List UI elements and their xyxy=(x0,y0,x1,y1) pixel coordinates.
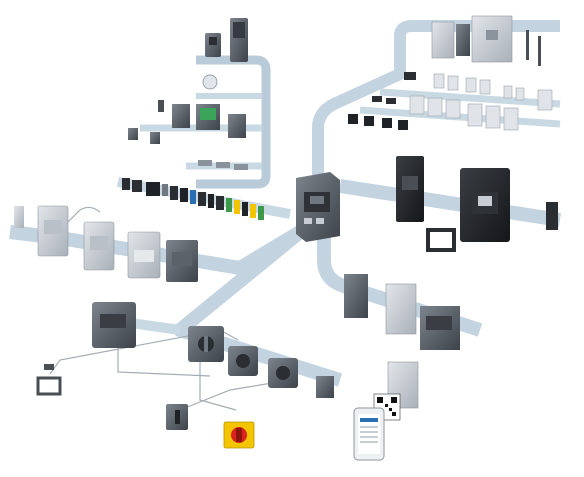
end-bracket xyxy=(316,376,334,398)
rail-end-stop xyxy=(546,202,558,230)
breaker-small-1 xyxy=(344,274,368,318)
sensor-disc xyxy=(202,74,218,90)
accessory-1 xyxy=(198,160,212,166)
communication-module xyxy=(172,104,190,128)
io-module xyxy=(228,114,246,138)
upper-right-rail xyxy=(312,20,560,196)
breaker-light-4 xyxy=(385,283,417,335)
left-rail-breakers xyxy=(14,205,198,282)
accessory-3 xyxy=(234,164,248,170)
upper-shelf-devices xyxy=(128,18,248,170)
right-rail xyxy=(338,179,562,227)
accessory-2 xyxy=(216,162,230,168)
small-plug xyxy=(158,100,164,112)
lower-left-devices xyxy=(36,302,334,398)
door-handles xyxy=(166,404,255,449)
end-plate-2 xyxy=(538,36,541,66)
lower-right-devices xyxy=(344,274,460,350)
lower-right-rail xyxy=(317,236,483,337)
small-box-2 xyxy=(150,132,160,144)
upper-shelf-rail xyxy=(196,55,271,189)
right-rail-devices xyxy=(396,156,558,252)
frame-breaker-2 xyxy=(456,24,470,56)
central-circuit-breaker xyxy=(296,172,340,242)
auxiliary-switch-row xyxy=(122,178,264,220)
terminal-cover xyxy=(14,206,24,228)
end-plate-1 xyxy=(526,30,529,60)
frame-breaker-1 xyxy=(431,21,455,59)
door-frame xyxy=(426,228,456,252)
mobile-app-group xyxy=(353,361,419,461)
upper-right-devices xyxy=(348,15,553,131)
small-box-1 xyxy=(128,128,138,140)
smartphone xyxy=(353,407,385,461)
small-indicator xyxy=(44,364,54,370)
door-frame-small xyxy=(36,376,62,396)
terminal-rail-1 xyxy=(379,88,561,108)
